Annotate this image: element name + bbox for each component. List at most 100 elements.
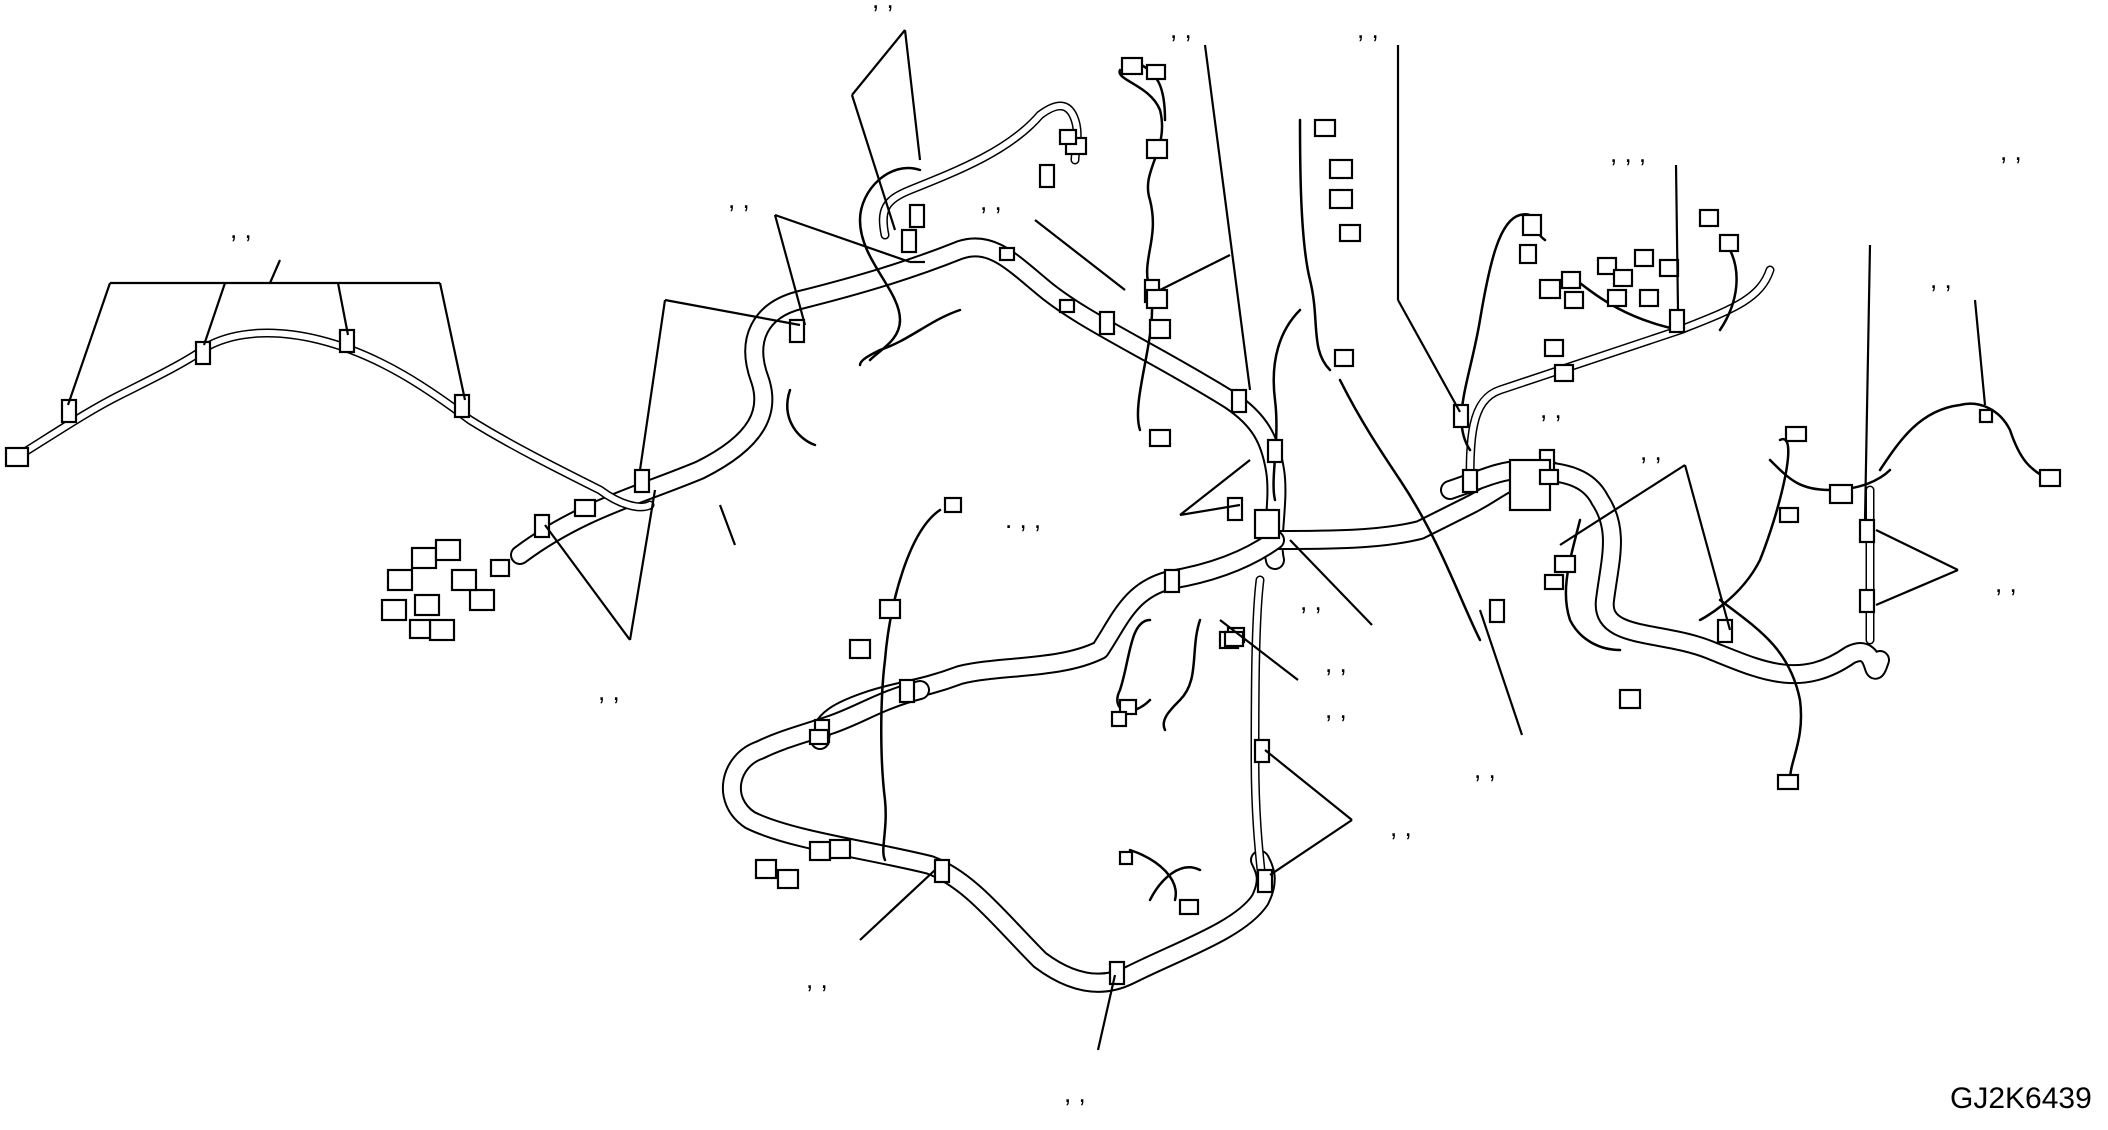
connector — [1145, 138, 1169, 160]
connector — [450, 568, 478, 592]
connector — [808, 840, 832, 862]
clip — [1226, 496, 1244, 522]
connector — [1828, 483, 1854, 505]
clip — [1253, 738, 1271, 764]
callout-label: , , — [1474, 754, 1496, 784]
clip — [194, 340, 212, 366]
connector — [1333, 348, 1355, 368]
connector — [1145, 288, 1169, 310]
callout-label: , , — [980, 186, 1002, 216]
connector — [1110, 710, 1128, 728]
connector — [998, 246, 1016, 262]
callout-label: , , , — [1610, 138, 1646, 168]
connector — [1633, 248, 1655, 268]
connector — [848, 638, 872, 660]
clip — [1461, 468, 1479, 494]
connector — [1328, 158, 1354, 180]
clip — [1488, 598, 1506, 624]
callout-labels: , , , , , , , , , , , , , , , , , , , . … — [230, 0, 2022, 1108]
connector — [380, 598, 408, 622]
connector — [1698, 208, 1720, 228]
connector — [808, 728, 830, 746]
clip — [633, 468, 651, 494]
callout-label: , , — [1390, 812, 1412, 842]
clip — [1253, 508, 1281, 540]
clip — [908, 203, 926, 229]
clip — [1256, 868, 1274, 894]
connector — [1543, 338, 1565, 358]
connector — [1553, 363, 1575, 383]
clip — [1098, 310, 1116, 336]
connector — [1718, 233, 1740, 253]
clip — [1108, 960, 1126, 986]
callout-label: , , — [1325, 648, 1347, 678]
connector — [2038, 468, 2062, 488]
connector — [1120, 56, 1144, 76]
clip — [1858, 518, 1876, 544]
connector — [573, 498, 597, 518]
clip — [1858, 588, 1876, 614]
clip — [788, 318, 806, 344]
connector — [386, 568, 414, 592]
callout-label: , , — [1540, 394, 1562, 424]
callout-label: , , — [1357, 14, 1379, 44]
connector — [828, 838, 852, 860]
clip — [1038, 163, 1056, 189]
callout-label: , , — [1300, 586, 1322, 616]
connector — [943, 496, 963, 514]
connector — [428, 618, 456, 642]
connector — [1118, 850, 1134, 866]
single-wires — [786, 58, 2052, 902]
connector — [1223, 630, 1245, 648]
connector — [1178, 898, 1200, 916]
connector — [1658, 258, 1680, 278]
connector — [1118, 698, 1138, 716]
connector — [1148, 318, 1172, 340]
connector — [1560, 270, 1582, 290]
callout-label: , , — [1640, 436, 1662, 466]
clip — [453, 393, 471, 419]
connector — [1563, 290, 1585, 310]
connector — [1148, 428, 1172, 448]
connector — [1145, 63, 1167, 81]
connector — [1778, 506, 1800, 524]
connector — [1553, 554, 1577, 574]
connector — [754, 858, 778, 880]
connector — [413, 593, 441, 617]
callout-label: , , — [872, 0, 894, 14]
callout-label: , , — [230, 214, 252, 244]
callout-label: , , — [1995, 568, 2017, 598]
connectors — [4, 56, 2062, 916]
connector — [1978, 408, 1994, 424]
clip — [1716, 618, 1734, 644]
connector — [1313, 118, 1337, 138]
connector — [1538, 468, 1560, 486]
connector — [468, 588, 496, 612]
clip — [1163, 568, 1181, 594]
callout-label: , , — [1930, 264, 1952, 294]
callout-label: , , — [2000, 136, 2022, 166]
main-harness-bundle — [510, 237, 1890, 993]
connector — [1538, 278, 1562, 300]
drawing-number: GJ2K6439 — [1950, 1082, 2092, 1115]
connector — [4, 446, 30, 468]
connector — [1521, 213, 1543, 237]
connector — [408, 618, 432, 640]
callout-label: , , — [1170, 14, 1192, 44]
connector — [1338, 223, 1362, 243]
connector — [1596, 256, 1618, 276]
connector — [410, 546, 438, 570]
callout-label: , , — [1064, 1078, 1086, 1108]
callout-label: . , , — [1005, 504, 1041, 534]
connector — [489, 558, 511, 578]
clip — [1668, 308, 1686, 334]
callout-label: , , — [728, 184, 750, 214]
connector — [1518, 243, 1538, 265]
connector — [1058, 128, 1078, 146]
branch-harness-left — [15, 328, 655, 512]
callout-label: , , — [598, 676, 620, 706]
clip — [898, 678, 916, 704]
connector — [1612, 268, 1634, 288]
